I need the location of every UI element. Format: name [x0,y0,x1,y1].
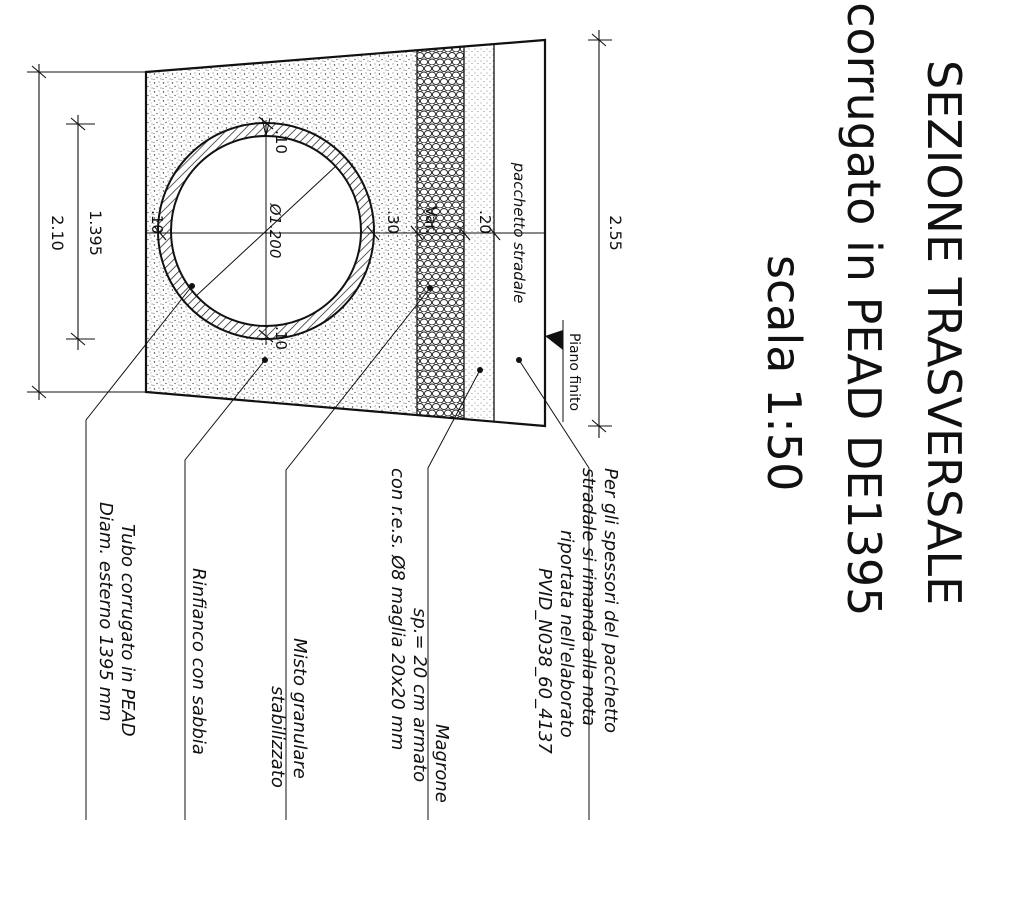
finished-level-triangle [545,330,563,350]
trench-outline [144,38,547,428]
finished-level-label: Piano finito [566,333,582,411]
dim-wall-top: .10 [272,130,290,154]
dim-layer-20: .20 [476,210,494,234]
note-rinfianco-line-1: Rinfianco con sabbia [188,568,209,755]
dim-width-total: 2.10 [48,215,67,251]
dim-pipe-outer: 1.395 [86,210,105,256]
dim-var: Var. [422,206,440,234]
title-line-3: scala 1:50 [757,255,811,491]
note-magrone-line-3: con r.e.s. Ø8 maglia 20x20 mm [387,468,408,750]
title-line-2: Tubo corrugato in PEAD DE1395 [837,0,891,616]
note-road-line-3: riportata nell'elaborato [556,530,577,738]
road-package-label: pacchetto stradale [510,162,528,304]
dim-height-total: 2.55 [606,215,625,251]
pipe-diameter-label: Ø1.200 [266,203,284,259]
note-tubo-line-1: Tubo corrugato in PEAD [117,524,138,737]
note-misto-line-2: stabilizzato [267,686,288,788]
dim-wall-bottom: .10 [272,326,290,350]
dim-cover-30: .30 [384,210,402,234]
note-road-line-2: stradale si rimanda alla nota [578,468,599,726]
note-road-line-1: Per gli spessori del pacchetto [600,468,621,733]
title-line-1: SEZIONE TRASVERSALE [917,60,971,605]
note-road-line-4: PVID_N038_60_4137 [534,568,555,754]
dim-wall-left: .10 [148,210,166,234]
note-magrone-line-1: Magrone [431,724,452,803]
note-magrone-line-2: sp.= 20 cm armato [409,608,430,782]
note-misto-line-1: Misto granulare [289,638,310,779]
note-tubo-line-2: Diam. esterno 1395 mm [95,502,116,722]
